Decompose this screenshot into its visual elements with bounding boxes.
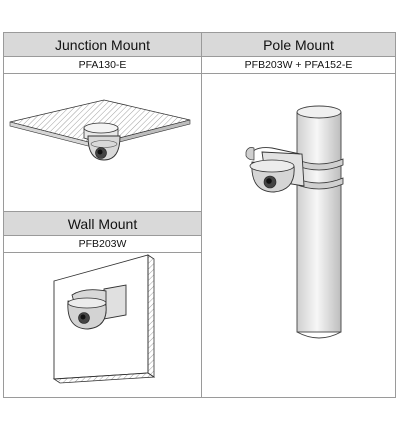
junction-mount-title: Junction Mount <box>3 32 202 57</box>
junction-mount-model: PFA130-E <box>3 56 202 74</box>
junction-mount-illustration <box>9 99 191 161</box>
wall-mount-model: PFB203W <box>3 235 202 253</box>
wall-mount-illustration <box>52 254 156 384</box>
pole-mount-title: Pole Mount <box>201 32 396 57</box>
pole-mount-illustration <box>245 105 344 339</box>
wall-mount-title: Wall Mount <box>3 211 202 236</box>
pole-mount-model: PFB203W + PFA152-E <box>201 56 396 74</box>
